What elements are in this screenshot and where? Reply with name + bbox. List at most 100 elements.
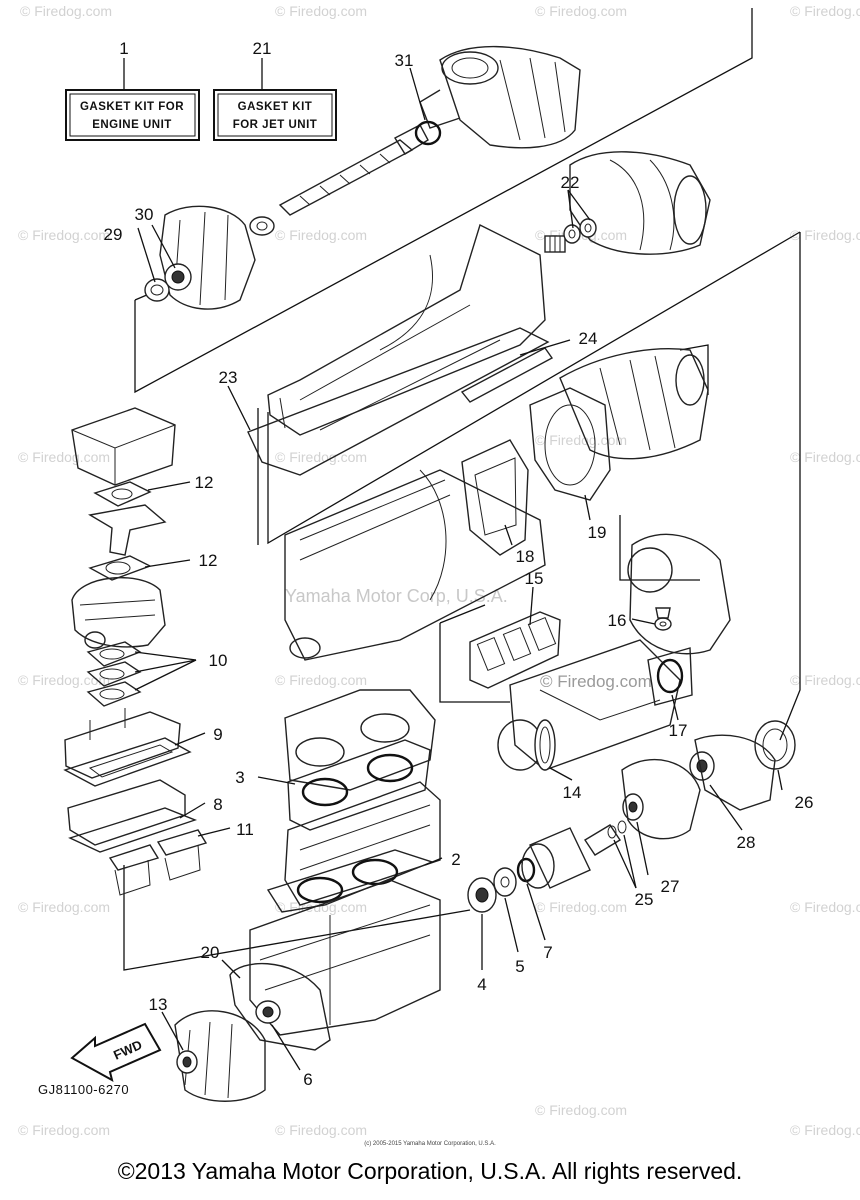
air-box	[71, 407, 176, 486]
callout-number: 5	[515, 957, 524, 976]
jet-pump-housing	[419, 45, 581, 149]
callout-number: 12	[199, 551, 218, 570]
exhaust-elbow	[627, 533, 731, 655]
kit-label-line2: ENGINE UNIT	[92, 119, 172, 131]
watermark: © Firedog.com	[275, 672, 367, 688]
callout-number: 22	[561, 173, 580, 192]
callout-number: 2	[451, 850, 460, 869]
gasket-18	[461, 439, 529, 556]
intake-manifold	[64, 708, 181, 779]
callout-numbers: 1 21 31 22 30 29 24 23 12 12 10 9 8 11 3…	[104, 39, 814, 1089]
gaskets-10	[86, 641, 142, 707]
callout-number: 25	[635, 890, 654, 909]
exhaust-manifold	[559, 348, 709, 460]
watermark: © Firedog.com	[18, 899, 110, 915]
watermark: © Firedog.com	[790, 899, 860, 915]
gasket-12-upper	[93, 481, 152, 507]
callout-number: 20	[201, 943, 220, 962]
head-gasket-3	[287, 739, 431, 831]
callout-number: 10	[209, 651, 228, 670]
callout-number: 12	[195, 473, 214, 492]
kit-jet-unit: GASKET KIT FOR JET UNIT	[213, 58, 337, 141]
kit-label-line2: FOR JET UNIT	[233, 119, 318, 131]
callout-number: 11	[236, 820, 254, 839]
callout-number: 3	[235, 768, 244, 787]
watermark: © Firedog.com	[20, 3, 112, 19]
callout-number: 24	[579, 329, 598, 348]
callout-number: 13	[149, 995, 168, 1014]
callout-number: 17	[669, 721, 688, 740]
o-rings-25	[607, 820, 627, 839]
watermark: © Firedog.com	[790, 1122, 860, 1138]
fwd-arrow: FWD	[70, 1022, 162, 1082]
callout-number: 31	[395, 51, 414, 70]
flame-arrester	[88, 504, 167, 556]
impeller-duct	[569, 151, 711, 255]
callout-number: 19	[588, 523, 607, 542]
watermark: © Firedog.com	[535, 899, 627, 915]
watermark: © Firedog.com	[275, 227, 367, 243]
watermark: © Firedog.com	[790, 3, 860, 19]
watermark: © Firedog.com	[275, 449, 367, 465]
gasket-14	[534, 719, 556, 771]
intermediate-housing	[159, 205, 256, 310]
gasket-9	[63, 737, 192, 787]
exhaust-pipe	[497, 639, 681, 771]
gasket-20	[229, 962, 331, 1051]
gasket-19	[529, 387, 611, 501]
cylinder-head	[284, 689, 436, 791]
oil-seal-13	[176, 1050, 198, 1074]
water-box	[267, 224, 546, 436]
callout-number: 27	[661, 877, 680, 896]
carburetor	[71, 577, 166, 649]
watermark: © Firedog.com	[18, 449, 110, 465]
watermark: © Firedog.com	[790, 227, 860, 243]
callout-number: 8	[213, 795, 222, 814]
callout-number: 9	[213, 725, 222, 744]
damper-4	[467, 877, 497, 913]
callout-number: 1	[119, 39, 128, 58]
callout-number: 23	[219, 368, 238, 387]
crankcase	[249, 879, 441, 1036]
diagram-code: GJ81100-6270	[38, 1082, 129, 1097]
coupler-shaft	[521, 824, 621, 889]
reed-valve-assembly	[67, 779, 186, 846]
callout-number: 15	[525, 569, 544, 588]
callout-number: 14	[563, 783, 582, 802]
callout-number: 4	[477, 975, 486, 994]
oil-seal-6	[255, 1000, 281, 1024]
reed-gasket-11	[108, 829, 208, 896]
group-boundaries	[123, 8, 801, 971]
drive-shaft	[249, 124, 429, 236]
footer-copyright: ©2013 Yamaha Motor Corporation, U.S.A. A…	[117, 1158, 743, 1184]
callout-number: 21	[253, 39, 272, 58]
exhaust-chamber	[284, 469, 546, 661]
gasket-15	[469, 611, 561, 689]
watermarks: © Firedog.com © Firedog.com © Firedog.co…	[18, 3, 860, 1138]
kit-engine-unit: GASKET KIT FOR ENGINE UNIT	[65, 58, 200, 141]
callout-number: 6	[303, 1070, 312, 1089]
callout-number: 28	[737, 833, 756, 852]
pump-cover	[694, 720, 796, 811]
kit-label-line1: GASKET KIT FOR	[80, 101, 184, 113]
o-ring-31	[414, 120, 442, 146]
bearing-27	[622, 793, 644, 821]
callout-number: 30	[135, 205, 154, 224]
washer-16	[654, 607, 672, 631]
callout-number: 26	[795, 793, 814, 812]
watermark: © Firedog.com	[275, 3, 367, 19]
plate-5	[493, 867, 517, 897]
watermark: © Firedog.com	[535, 1102, 627, 1118]
watermark: © Firedog.com	[18, 227, 110, 243]
gasket-17	[647, 647, 693, 706]
leader-lines	[134, 67, 783, 1071]
watermark: © Firedog.com	[790, 449, 860, 465]
watermark: © Firedog.com	[535, 432, 627, 448]
footer-small-copyright: (c) 2005-2015 Yamaha Motor Corporation, …	[364, 1141, 496, 1147]
gasket-24	[460, 347, 554, 403]
watermark-center: Yamaha Motor Corp, U.S.A.	[285, 586, 508, 606]
bearing-22	[544, 218, 597, 253]
callout-number: 16	[608, 611, 627, 630]
gasket-12-lower	[88, 555, 152, 581]
watermark: © Firedog.com	[18, 672, 110, 688]
